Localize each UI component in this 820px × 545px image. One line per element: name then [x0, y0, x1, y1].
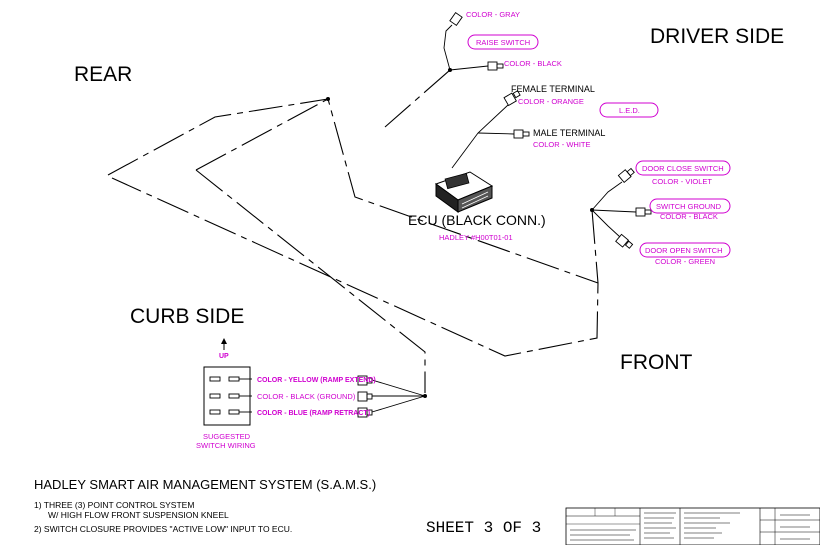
front-branch: [591, 209, 599, 284]
switch-connector-black-icon: [357, 391, 373, 402]
ecu-to-top-switches: [384, 69, 451, 128]
switch-ground-label: SWITCH GROUND: [656, 202, 722, 211]
rear-loop-outer: [107, 98, 599, 357]
door-close-frame: [635, 160, 731, 176]
raise-switch-frame: [467, 34, 539, 50]
color-violet-label: COLOR - VIOLET: [652, 177, 712, 186]
door-open-frame: [639, 242, 731, 258]
connector-door-close-icon: [617, 167, 635, 184]
curb-side-label: CURB SIDE: [130, 305, 244, 328]
connector-male-icon: [513, 129, 530, 139]
color-black-mid-label: COLOR - BLACK: [660, 212, 718, 221]
inner-return: [195, 169, 426, 393]
color-green-label: COLOR - GREEN: [655, 257, 715, 266]
connector-gray-icon: [449, 11, 463, 27]
male-terminal-label: MALE TERMINAL: [533, 128, 605, 138]
sheet-number: SHEET 3 OF 3: [426, 519, 541, 537]
harness-wires: [107, 69, 599, 393]
led-frame: [599, 102, 659, 118]
junction-dot-rear: [326, 97, 330, 101]
ecu-label: ECU (BLACK CONN.): [408, 212, 546, 228]
front-label: FRONT: [620, 351, 692, 374]
terminal-branch: [451, 90, 530, 169]
door-close-switch-label: DOOR CLOSE SWITCH: [642, 164, 724, 173]
top-switch-branch: [443, 11, 504, 71]
suggested-label: SUGGESTED: [203, 432, 251, 441]
connector-door-open-icon: [615, 233, 634, 249]
raise-switch-label: RAISE SWITCH: [476, 38, 530, 47]
blue-wire-label: COLOR - BLUE (RAMP RETRACT): [257, 410, 370, 417]
note-2: 2) SWITCH CLOSURE PROVIDES "ACTIVE LOW" …: [34, 524, 292, 534]
rear-loop-inner: [195, 98, 329, 171]
title-block: [565, 507, 820, 545]
note-1-line-2: W/ HIGH FLOW FRONT SUSPENSION KNEEL: [48, 510, 229, 520]
switch-connector-blue-icon: [357, 407, 373, 418]
switch-panel: [203, 338, 426, 426]
color-black-top-label: COLOR - BLACK: [504, 59, 562, 68]
switch-wiring-label: SWITCH WIRING: [196, 441, 256, 450]
up-label: UP: [219, 353, 229, 360]
connector-female-icon: [503, 90, 521, 107]
connector-black-top-icon: [487, 61, 504, 71]
led-label: L.E.D.: [619, 106, 640, 115]
ecu-part-number: HADLEY #H00T01-01: [439, 233, 513, 242]
ecu-connector-icon: [434, 171, 494, 213]
door-open-switch-label: DOOR OPEN SWITCH: [645, 246, 723, 255]
yellow-wire-label: COLOR - YELLOW (RAMP EXTEND): [257, 377, 376, 384]
door-switch-branch: [591, 167, 652, 249]
connector-switch-ground-icon: [635, 207, 652, 217]
color-orange-label: COLOR - ORANGE: [518, 97, 584, 106]
switch-ground-frame: [649, 198, 731, 214]
color-white-label: COLOR - WHITE: [533, 140, 591, 149]
color-gray-label: COLOR - GRAY: [466, 10, 520, 19]
switch-connector-yellow-icon: [357, 375, 373, 386]
system-title: HADLEY SMART AIR MANAGEMENT SYSTEM (S.A.…: [34, 477, 376, 492]
note-1-line-1: 1) THREE (3) POINT CONTROL SYSTEM: [34, 500, 194, 510]
rear-label: REAR: [74, 63, 132, 86]
driver-side-label: DRIVER SIDE: [650, 25, 784, 48]
black-wire-label: COLOR - BLACK (GROUND): [257, 392, 356, 401]
female-terminal-label: FEMALE TERMINAL: [511, 84, 595, 94]
